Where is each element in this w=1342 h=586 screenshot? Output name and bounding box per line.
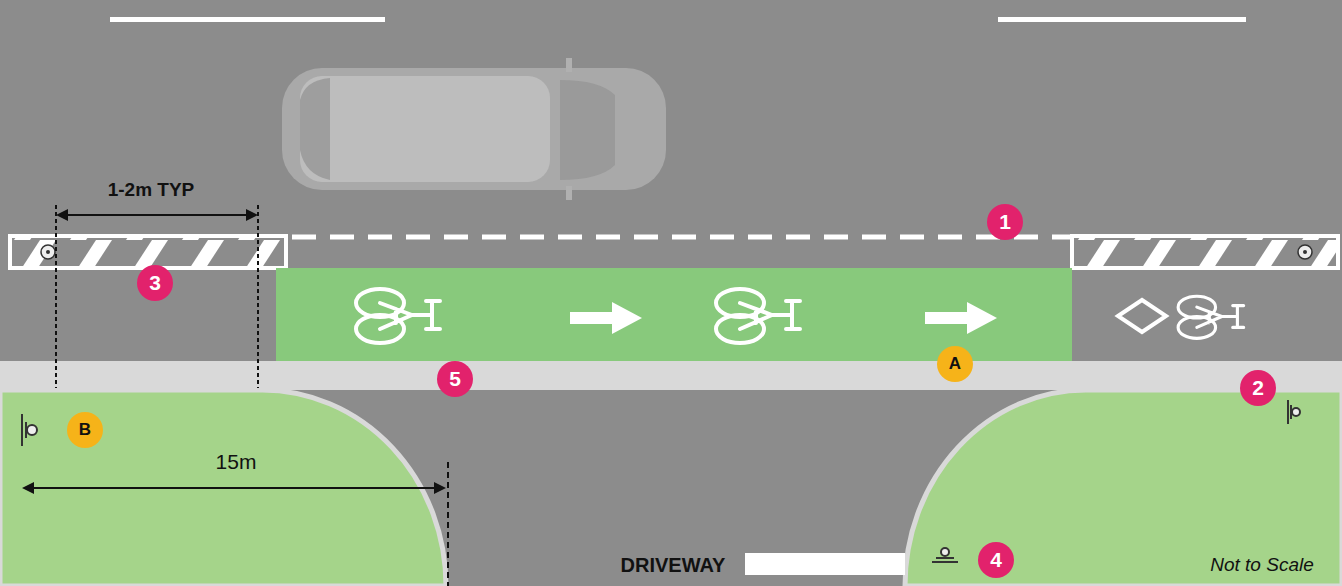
dimension-label: 15m <box>216 450 257 474</box>
callout-number: A <box>937 346 973 382</box>
callout-number: 1 <box>987 204 1023 240</box>
callout-number: 5 <box>437 361 473 397</box>
callout-number: 3 <box>137 265 173 301</box>
callout-number: 2 <box>1240 370 1276 406</box>
sign-symbols <box>22 400 1300 562</box>
dimension-label: 1-2m TYP <box>108 179 195 201</box>
dimension-lines <box>26 205 448 586</box>
callout-number: B <box>67 412 103 448</box>
callout-number: 4 <box>978 542 1014 578</box>
driveway-label: DRIVEWAY <box>621 554 726 577</box>
note-label: Not to Scale <box>1210 554 1314 576</box>
buffer-hatch <box>10 236 1338 268</box>
car <box>282 58 666 200</box>
